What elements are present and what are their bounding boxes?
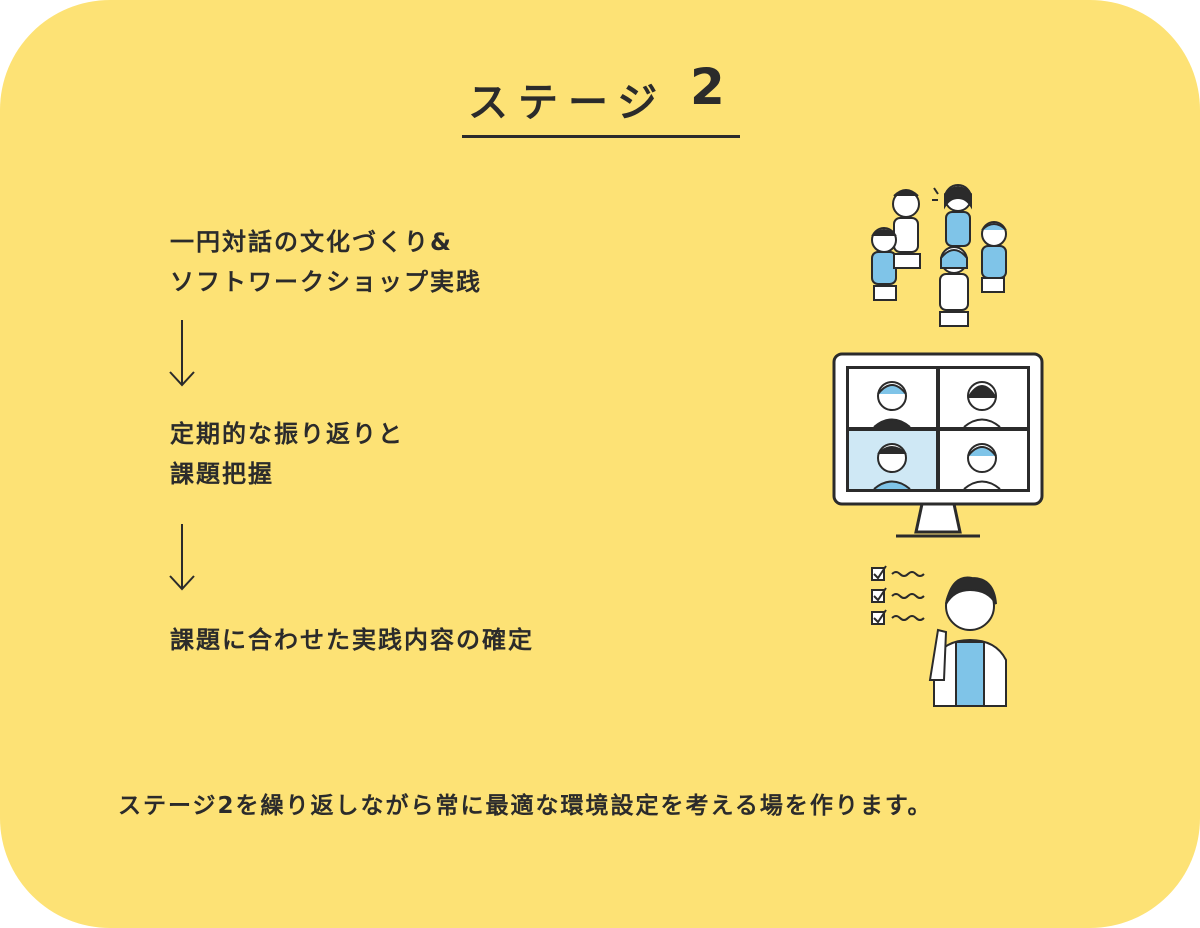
- footer-text: ステージ2を繰り返しながら常に最適な環境設定を考える場を作ります。: [118, 786, 933, 820]
- step-2-line-2: 課題把握: [170, 454, 404, 494]
- step-3-line-1: 課題に合わせた実践内容の確定: [170, 620, 534, 660]
- down-arrow-icon: [167, 318, 197, 388]
- stage-title: ステージ 2: [462, 52, 740, 138]
- stage-title-number: 2: [690, 58, 725, 116]
- step-3: 課題に合わせた実践内容の確定: [170, 620, 534, 660]
- step-1: 一円対話の文化づくり& ソフトワークショップ実践: [170, 222, 482, 302]
- step-1-line-2: ソフトワークショップ実践: [170, 262, 482, 302]
- step-2: 定期的な振り返りと 課題把握: [170, 414, 404, 494]
- video-call-monitor-illustration: [832, 352, 1044, 542]
- stage-title-text: ステージ: [468, 70, 667, 128]
- people-circle-illustration: [854, 178, 1026, 334]
- step-1-line-1: 一円対話の文化づくり&: [170, 222, 482, 262]
- step-2-line-1: 定期的な振り返りと: [170, 414, 404, 454]
- down-arrow-icon: [167, 522, 197, 592]
- teacher-checklist-illustration: [864, 560, 1016, 710]
